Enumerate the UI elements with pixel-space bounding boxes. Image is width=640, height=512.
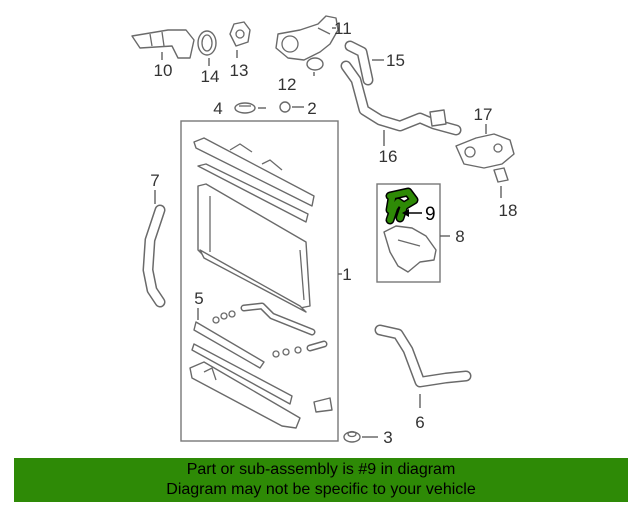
part-15-bypass-hose[interactable] — [344, 40, 374, 86]
callout-13: 13 — [230, 61, 249, 80]
callout-7: 7 — [150, 171, 159, 190]
callout-1: 1 — [342, 265, 351, 284]
part-12-o-ring[interactable] — [306, 57, 324, 71]
part-3-bushing[interactable] — [343, 430, 361, 443]
part-18-temp-sensor[interactable] — [493, 167, 509, 183]
part-13-thermostat[interactable] — [229, 21, 251, 47]
part-9-reservoir-hose[interactable] — [385, 187, 419, 225]
part-1-radiator-assembly[interactable] — [180, 120, 339, 442]
info-banner: Part or sub-assembly is #9 in diagram Di… — [14, 458, 628, 502]
part-7-radiator-hose[interactable] — [142, 204, 166, 308]
banner-line-1: Part or sub-assembly is #9 in diagram — [186, 461, 456, 478]
callout-12: 12 — [278, 75, 297, 94]
banner-line-2: Diagram may not be specific to your vehi… — [166, 481, 476, 498]
part-11-water-outlet[interactable] — [275, 15, 339, 61]
leader-lines — [154, 27, 502, 438]
callout-labels: 10 14 13 12 11 15 16 17 18 4 2 7 5 1 8 9… — [150, 19, 517, 447]
part-14-gasket[interactable] — [197, 30, 217, 56]
part-2-drain-cock[interactable] — [279, 101, 291, 113]
callout-3: 3 — [383, 428, 392, 447]
part-4-radiator-cap[interactable] — [234, 102, 256, 114]
part-10-water-inlet[interactable] — [131, 29, 195, 59]
callout-8: 8 — [455, 227, 464, 246]
callout-16: 16 — [379, 147, 398, 166]
callout-11: 11 — [334, 19, 352, 38]
callout-18: 18 — [499, 201, 518, 220]
callout-10: 10 — [154, 61, 173, 80]
parts-diagram: 10 14 13 12 11 15 16 17 18 4 2 7 5 1 8 9… — [131, 15, 517, 447]
part-17-water-inlet-housing[interactable] — [455, 133, 515, 169]
callout-17: 17 — [474, 105, 493, 124]
callout-15: 15 — [386, 51, 405, 70]
part-6-radiator-hose[interactable] — [374, 324, 472, 388]
callout-14: 14 — [201, 67, 220, 86]
callout-5: 5 — [194, 289, 203, 308]
callout-6: 6 — [415, 413, 424, 432]
part-16-bypass-pipe[interactable] — [340, 60, 462, 136]
callout-4: 4 — [213, 99, 222, 118]
callout-2: 2 — [307, 99, 316, 118]
callout-9: 9 — [425, 204, 436, 225]
